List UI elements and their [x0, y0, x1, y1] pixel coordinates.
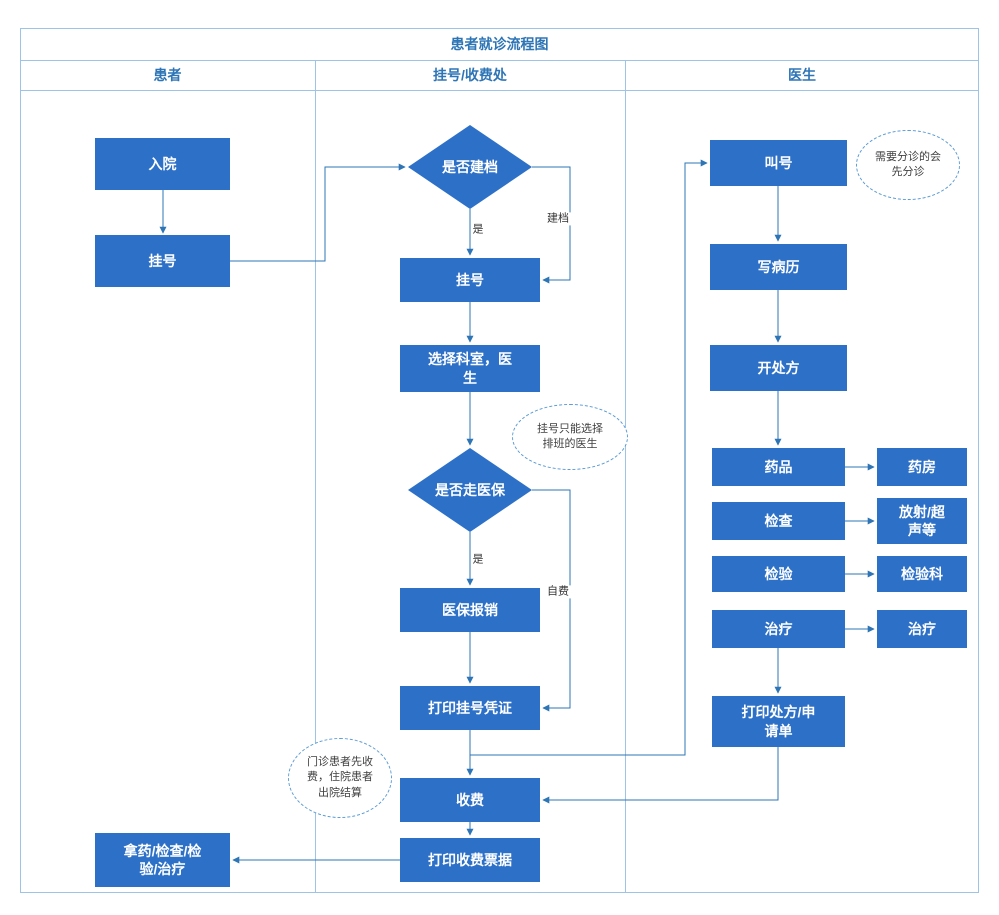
- node-radiology: 放射/超 声等: [877, 498, 967, 544]
- edge-register-hasfile: [230, 163, 406, 262]
- node-charge: 收费: [400, 778, 540, 822]
- lane-separator-2: [625, 60, 626, 893]
- node-treatment: 治疗: [712, 610, 845, 648]
- node-lab-test: 检验: [712, 556, 845, 592]
- lane-header-patient: 患者: [153, 67, 182, 83]
- node-print-prescription: 打印处方/申 请单: [712, 696, 845, 747]
- title-divider: [20, 60, 979, 61]
- diagram-title: 患者就诊流程图: [450, 36, 549, 52]
- node-drug: 药品: [712, 448, 845, 486]
- annotation-triage: 需要分诊的会 先分诊: [856, 130, 960, 200]
- annotation-schedule: 挂号只能选择 排班的医生: [512, 404, 628, 470]
- node-register-patient: 挂号: [95, 235, 230, 287]
- edge-printprescription-charge: [542, 747, 779, 804]
- edge-label-yes-file: 是: [470, 223, 486, 237]
- header-divider: [20, 90, 979, 91]
- node-write-record: 写病历: [710, 244, 847, 290]
- lane-separator-1: [315, 60, 316, 893]
- node-treatment-dept: 治疗: [877, 610, 967, 648]
- node-print-reg-slip: 打印挂号凭证: [400, 686, 540, 730]
- lane-header-registration: 挂号/收费处: [433, 67, 507, 83]
- node-choose-dept: 选择科室，医 生: [400, 345, 540, 392]
- edge-printslip-callnumber: [469, 159, 708, 756]
- edge-insurance-selfpay: [532, 489, 571, 712]
- node-register: 挂号: [400, 258, 540, 302]
- lane-header-doctor: 医生: [788, 67, 816, 83]
- node-insurance-claim: 医保报销: [400, 588, 540, 632]
- node-get-service: 拿药/检查/检 验/治疗: [95, 833, 230, 887]
- edge-label-yes-insurance: 是: [470, 553, 486, 567]
- node-prescribe: 开处方: [710, 345, 847, 391]
- edge-label-create-file: 建档: [545, 212, 571, 226]
- node-exam: 检查: [712, 502, 845, 540]
- annotation-billing: 门诊患者先收 费，住院患者 出院结算: [288, 738, 392, 818]
- node-pharmacy: 药房: [877, 448, 967, 486]
- node-print-receipt: 打印收费票据: [400, 838, 540, 882]
- node-lab-dept: 检验科: [877, 556, 967, 592]
- node-admission: 入院: [95, 138, 230, 190]
- node-call-number: 叫号: [710, 140, 847, 186]
- edge-label-self-pay: 自费: [545, 585, 571, 599]
